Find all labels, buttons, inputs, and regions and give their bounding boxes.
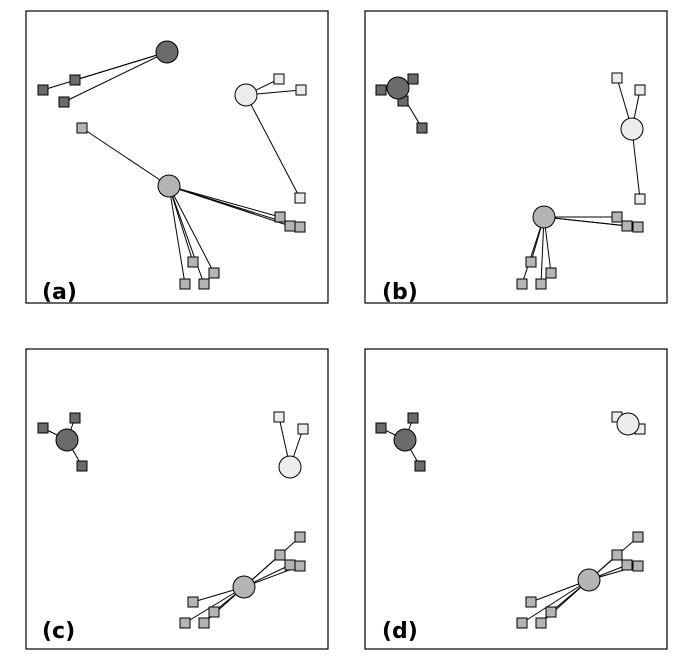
panel-b-node-dark-3 <box>416 122 428 134</box>
panel-c-node-mid-3 <box>294 560 306 572</box>
panel-a-frame <box>25 10 329 304</box>
panel-b-hub-light <box>620 117 644 141</box>
panel-b-node-light-2 <box>634 193 646 205</box>
panel-c-hub-light <box>278 455 302 479</box>
panel-c-node-light-0 <box>273 411 285 423</box>
panel-c-node-mid-6 <box>179 617 191 629</box>
panel-a-hub-dark <box>155 40 179 64</box>
panel-c-node-mid-7 <box>198 617 210 629</box>
panel-c-node-mid-5 <box>208 606 220 618</box>
panel-a-edge-mid-1 <box>168 185 281 218</box>
panel-a-hub-light <box>234 83 258 107</box>
panel-c-node-dark-1 <box>69 412 81 424</box>
panel-d-node-dark-1 <box>407 412 419 424</box>
panel-a-node-mid-7 <box>208 267 220 279</box>
panel-d-node-dark-2 <box>414 460 426 472</box>
panel-a-hub-mid <box>157 174 181 198</box>
panel-a-edge-mid-0 <box>81 127 170 187</box>
panel-b-hub-dark <box>386 76 410 100</box>
panel-c-node-mid-1 <box>274 549 286 561</box>
panel-d-node-mid-7 <box>535 617 547 629</box>
panel-d-hub-light <box>616 412 640 436</box>
panel-b-node-mid-0 <box>611 211 623 223</box>
panel-a-edge-mid-4 <box>168 185 186 285</box>
panel-a-node-mid-5 <box>187 256 199 268</box>
panel-d-node-mid-5 <box>545 606 557 618</box>
panel-a: (a) <box>25 10 329 305</box>
panel-c-label: (c) <box>42 619 75 644</box>
panel-a-network <box>37 40 307 290</box>
panel-a-edge-light-2 <box>245 94 301 199</box>
panel-d-hub-dark <box>393 428 417 452</box>
panel-d: (d) <box>364 348 668 650</box>
panel-a-node-light-1 <box>295 84 307 96</box>
panel-d-node-dark-0 <box>375 422 387 434</box>
panel-d-node-mid-2 <box>621 559 633 571</box>
panel-c-node-light-1 <box>297 423 309 435</box>
panel-d-label: (d) <box>382 619 418 644</box>
panel-b-node-mid-5 <box>535 278 547 290</box>
panel-b-node-mid-4 <box>525 256 537 268</box>
panel-b-edge-light-2 <box>631 128 641 200</box>
panel-b-frame <box>364 10 668 304</box>
panel-c-frame <box>25 348 329 650</box>
panel-b-hub-mid <box>532 205 556 229</box>
panel-a-node-mid-2 <box>284 220 296 232</box>
panel-b: (b) <box>364 10 668 305</box>
panel-c-node-dark-2 <box>76 460 88 472</box>
panel-c-edge-mid-6 <box>184 586 245 624</box>
panel-c-node-dark-0 <box>37 422 49 434</box>
panel-a-edge-mid-6 <box>168 185 205 285</box>
panel-a-node-mid-4 <box>179 278 191 290</box>
panel-d-node-mid-1 <box>611 549 623 561</box>
panel-b-node-mid-6 <box>545 267 557 279</box>
panel-c-node-mid-4 <box>187 596 199 608</box>
panel-a-edge-dark-2 <box>63 51 168 103</box>
panel-b-node-light-0 <box>611 72 623 84</box>
panel-a-node-dark-0 <box>37 84 49 96</box>
panel-b-node-mid-2 <box>632 221 644 233</box>
panel-b-node-mid-1 <box>621 220 633 232</box>
panel-d-network <box>375 411 646 629</box>
panel-d-node-mid-6 <box>516 617 528 629</box>
panel-c: (c) <box>25 348 329 650</box>
panel-d-node-mid-4 <box>525 596 537 608</box>
panel-d-node-mid-3 <box>632 560 644 572</box>
panel-d-edge-mid-6 <box>521 579 590 624</box>
panel-c-node-mid-2 <box>284 559 296 571</box>
panel-a-node-mid-1 <box>274 211 286 223</box>
panel-c-hub-mid <box>232 575 256 599</box>
panel-a-label: (a) <box>42 280 77 305</box>
panel-c-hub-dark <box>55 428 79 452</box>
panel-a-node-mid-3 <box>294 221 306 233</box>
panel-d-frame <box>364 348 668 650</box>
panel-b-label: (b) <box>382 280 418 305</box>
panel-a-node-dark-1 <box>69 74 81 86</box>
panel-d-hub-mid <box>577 568 601 592</box>
panel-a-node-mid-6 <box>198 278 210 290</box>
panel-c-node-mid-0 <box>294 531 306 543</box>
panel-a-node-light-0 <box>273 73 285 85</box>
panel-a-node-dark-2 <box>58 96 70 108</box>
panel-a-node-mid-0 <box>76 122 88 134</box>
panel-b-node-dark-0 <box>375 84 387 96</box>
panel-b-network <box>375 72 646 290</box>
panel-b-node-dark-1 <box>407 73 419 85</box>
panel-a-edge-dark-1 <box>74 51 168 81</box>
panel-a-node-light-2 <box>294 192 306 204</box>
panel-b-node-mid-3 <box>516 278 528 290</box>
panel-c-network <box>37 411 309 629</box>
panel-a-edge-mid-7 <box>168 185 215 274</box>
panel-b-node-light-1 <box>634 84 646 96</box>
panel-d-node-mid-0 <box>632 531 644 543</box>
